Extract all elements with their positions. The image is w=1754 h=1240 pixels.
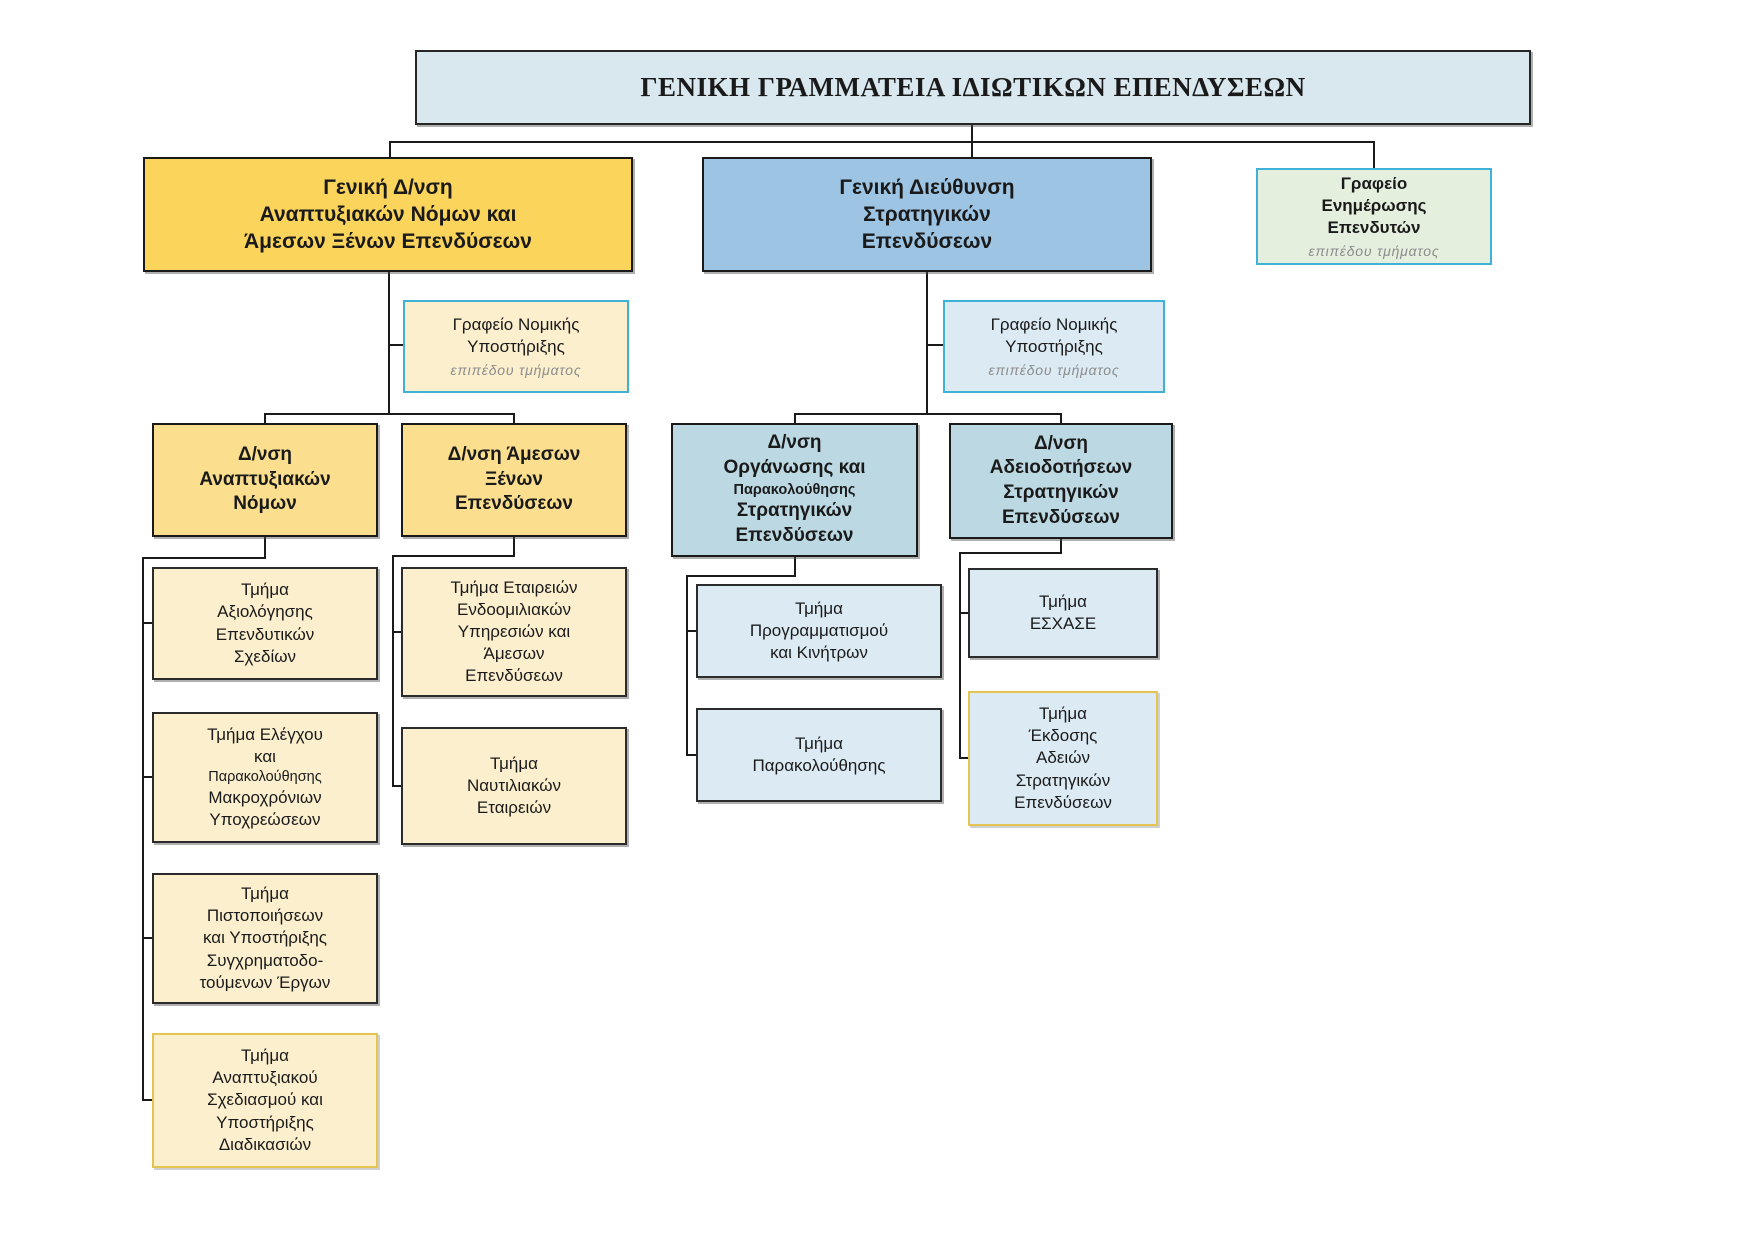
connector-line [264,413,515,415]
org-box-legal-support-office-left-note: επιπέδου τμήματος [450,361,582,378]
connector-line [959,612,968,614]
connector-line [388,344,403,346]
connector-line [686,575,688,756]
org-box-dir-licensing-strategic-label: Δ/νση Αδειοδοτήσεων Στρατηγικών Επενδύσε… [989,432,1133,528]
connector-line [264,537,266,559]
org-box-dept-control-longterm: Τμήμα Ελέγχου και Παρακολούθησης Μακροχρ… [152,712,378,843]
connector-line [142,622,152,624]
connector-line [959,552,1062,554]
org-box-dept-intragroup-services-label: Τμήμα Εταιρειών Ενδοομιλιακών Υπηρεσιών … [450,577,578,686]
org-box-gd-development-laws: Γενική Δ/νση Αναπτυξιακών Νόμων και Άμεσ… [143,157,633,272]
org-box-legal-support-office-right-label: Γραφείο Νομικής Υποστήριξης [990,315,1118,357]
connector-line [926,272,928,415]
org-box-dept-certifications: Τμήμα Πιστοποιήσεων και Υποστήριξης Συγχ… [152,873,378,1004]
org-box-dept-development-planning-label: Τμήμα Αναπτυξιακού Σχεδιασμού και Υποστή… [207,1046,323,1154]
org-box-gd-development-laws-label: Γενική Δ/νση Αναπτυξιακών Νόμων και Άμεσ… [244,175,532,254]
connector-line [1373,141,1375,168]
org-box-dir-foreign-direct-investments: Δ/νση Άμεσων Ξένων Επενδύσεων [401,423,627,537]
connector-line [1060,539,1062,554]
org-box-investor-info-office: Γραφείο Ενημέρωσης Επενδυτών επιπέδου τμ… [1256,168,1492,265]
org-box-general-secretariat: ΓΕΝΙΚΗ ΓΡΑΜΜΑΤΕΙΑ ΙΔΙΩΤΙΚΩΝ ΕΠΕΝΔΥΣΕΩΝ [415,50,1531,125]
org-box-legal-support-office-left: Γραφείο Νομικής Υποστήριξης επιπέδου τμή… [403,300,629,393]
org-box-dept-monitoring-label: Τμήμα Παρακολούθησης [752,733,886,775]
connector-line [686,754,696,756]
org-box-dir-licensing-strategic: Δ/νση Αδειοδοτήσεων Στρατηγικών Επενδύσε… [949,423,1173,539]
connector-line [142,1099,152,1101]
org-box-investor-info-office-label: Γραφείο Ενημέρωσης Επενδυτών [1321,174,1427,238]
connector-line [392,555,515,557]
org-box-dept-control-longterm-small: Παρακολούθησης [208,769,322,786]
org-box-gd-strategic-investments-label: Γενική Διεύθυνση Στρατηγικών Επενδύσεων [839,175,1015,254]
connector-line [264,413,266,423]
org-box-legal-support-office-left-label: Γραφείο Νομικής Υποστήριξης [452,315,580,357]
connector-line [392,785,401,787]
connector-line [513,413,515,423]
org-box-gd-strategic-investments: Γενική Διεύθυνση Στρατηγικών Επενδύσεων [702,157,1152,272]
org-box-dept-control-longterm-line1: Τμήμα Ελέγχου και [207,724,323,766]
org-box-investor-info-office-note: επιπέδου τμήματος [1308,242,1440,259]
connector-line [971,125,973,143]
org-box-dept-control-longterm-line2: Μακροχρόνιων Υποχρεώσεων [208,787,322,830]
connector-line [971,141,973,157]
org-box-dept-monitoring: Τμήμα Παρακολούθησης [696,708,942,802]
org-box-dept-evaluation: Τμήμα Αξιολόγησης Επενδυτικών Σχεδίων [152,567,378,680]
connector-line [142,776,152,778]
connector-line [142,557,266,559]
org-box-dir-foreign-direct-investments-label: Δ/νση Άμεσων Ξένων Επενδύσεων [447,443,581,515]
org-box-dept-permit-issuance-label: Τμήμα Έκδοσης Αδειών Στρατηγικών Επενδύσ… [1014,704,1112,812]
connector-line [142,557,144,1101]
org-box-dept-planning-incentives-label: Τμήμα Προγραμματισμού και Κινήτρων [749,598,889,663]
org-box-dir-organization-monitoring-small: Παρακολούθησης [733,481,856,498]
connector-line [389,141,391,157]
org-box-dept-permit-issuance: Τμήμα Έκδοσης Αδειών Στρατηγικών Επενδύσ… [968,691,1158,826]
org-box-dept-evaluation-label: Τμήμα Αξιολόγησης Επενδυτικών Σχεδίων [215,580,315,666]
org-box-general-secretariat-label: ΓΕΝΙΚΗ ΓΡΑΜΜΑΤΕΙΑ ΙΔΙΩΤΙΚΩΝ ΕΠΕΝΔΥΣΕΩΝ [640,71,1306,102]
org-box-dept-intragroup-services: Τμήμα Εταιρειών Ενδοομιλιακών Υπηρεσιών … [401,567,627,697]
connector-line [686,630,696,632]
org-box-dept-development-planning: Τμήμα Αναπτυξιακού Σχεδιασμού και Υποστή… [152,1033,378,1168]
org-box-dept-shipping-companies: Τμήμα Ναυτιλιακών Εταιρειών [401,727,627,845]
connector-line [513,537,515,557]
connector-line [392,555,394,787]
connector-line [686,575,796,577]
connector-line [794,413,1062,415]
org-box-dept-shipping-companies-label: Τμήμα Ναυτιλιακών Εταιρειών [466,753,562,818]
connector-line [959,757,968,759]
org-box-dept-eschase-label: Τμήμα ΕΣΧΑΣΕ [1029,591,1097,633]
connector-line [926,344,943,346]
connector-line [794,557,796,577]
org-box-dir-organization-monitoring: Δ/νση Οργάνωσης και Παρακολούθησης Στρατ… [671,423,918,557]
connector-line [389,141,1375,143]
connector-line [794,413,796,423]
org-box-dir-development-laws: Δ/νση Αναπτυξιακών Νόμων [152,423,378,537]
connector-line [959,552,961,759]
connector-line [1060,413,1062,423]
org-box-dir-organization-monitoring-line1: Δ/νση Οργάνωσης και [723,432,866,478]
connector-line [388,272,390,415]
org-box-legal-support-office-right-note: επιπέδου τμήματος [988,361,1120,378]
connector-line [392,631,401,633]
org-box-dir-development-laws-label: Δ/νση Αναπτυξιακών Νόμων [199,443,331,515]
org-box-legal-support-office-right: Γραφείο Νομικής Υποστήριξης επιπέδου τμή… [943,300,1165,393]
connector-line [142,937,152,939]
org-box-dept-eschase: Τμήμα ΕΣΧΑΣΕ [968,568,1158,658]
org-box-dept-planning-incentives: Τμήμα Προγραμματισμού και Κινήτρων [696,584,942,678]
org-box-dir-organization-monitoring-line2: Στρατηγικών Επενδύσεων [735,500,854,547]
org-box-dept-certifications-label: Τμήμα Πιστοποιήσεων και Υποστήριξης Συγχ… [199,884,331,992]
